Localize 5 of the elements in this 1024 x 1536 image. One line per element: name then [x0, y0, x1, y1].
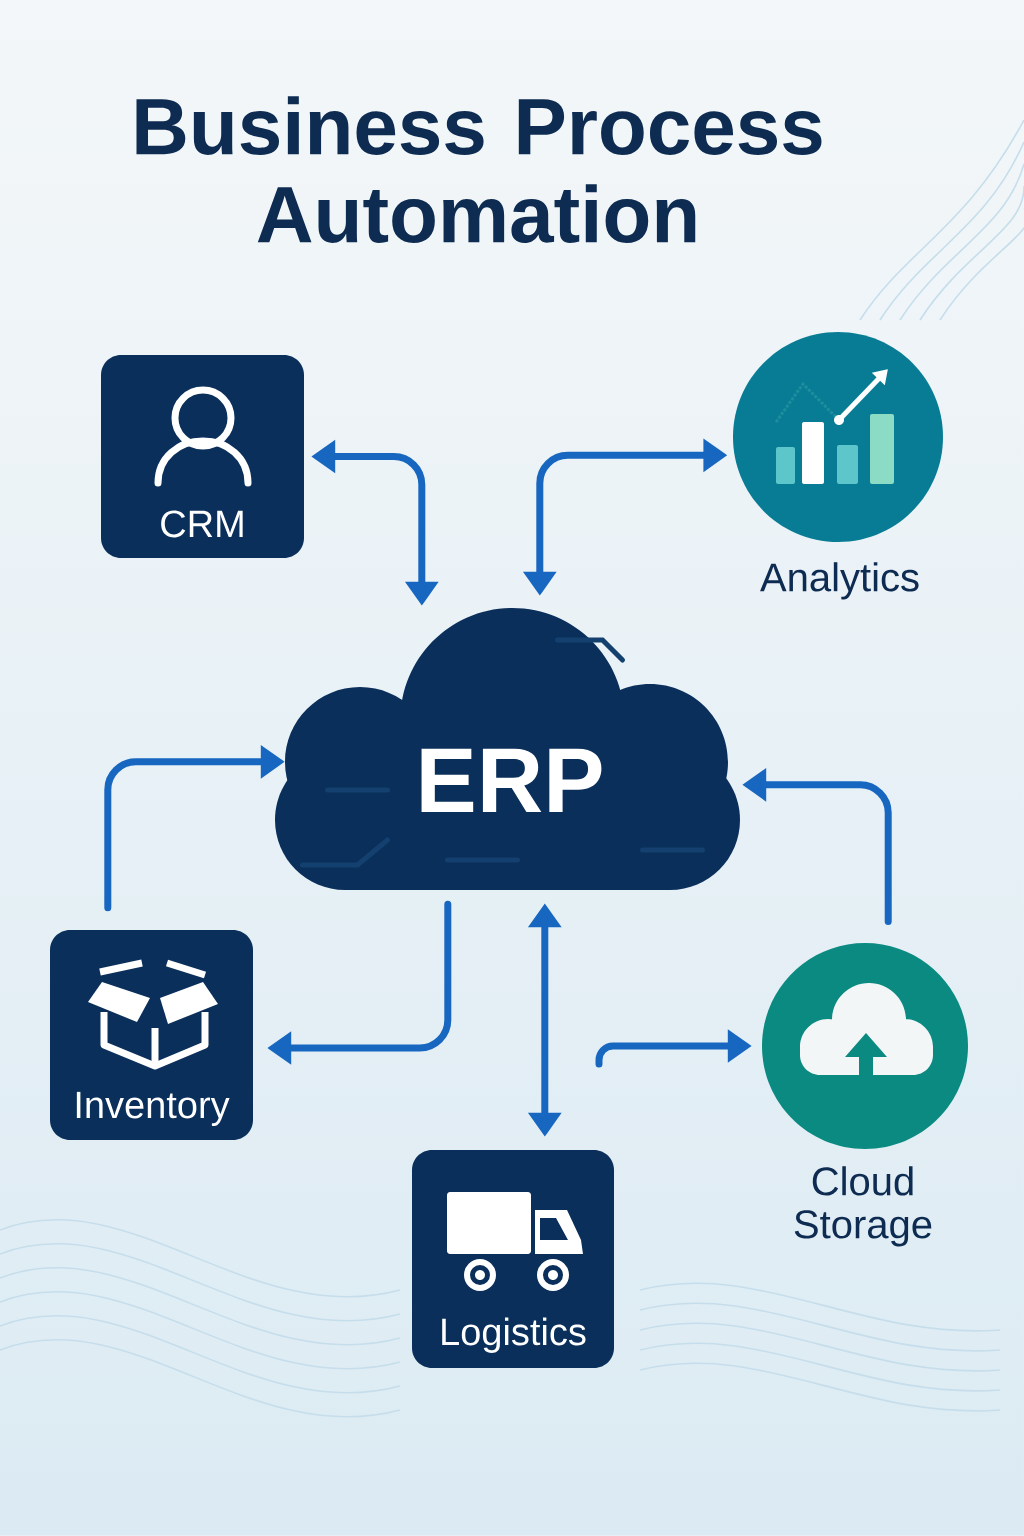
node-label: Cloud Storage — [794, 1166, 932, 1247]
cloud-node: ERP — [275, 608, 740, 890]
title: Business Process Automation — [136, 96, 822, 243]
process-box: CRM — [101, 355, 304, 558]
node-label: Analytics — [760, 562, 919, 600]
